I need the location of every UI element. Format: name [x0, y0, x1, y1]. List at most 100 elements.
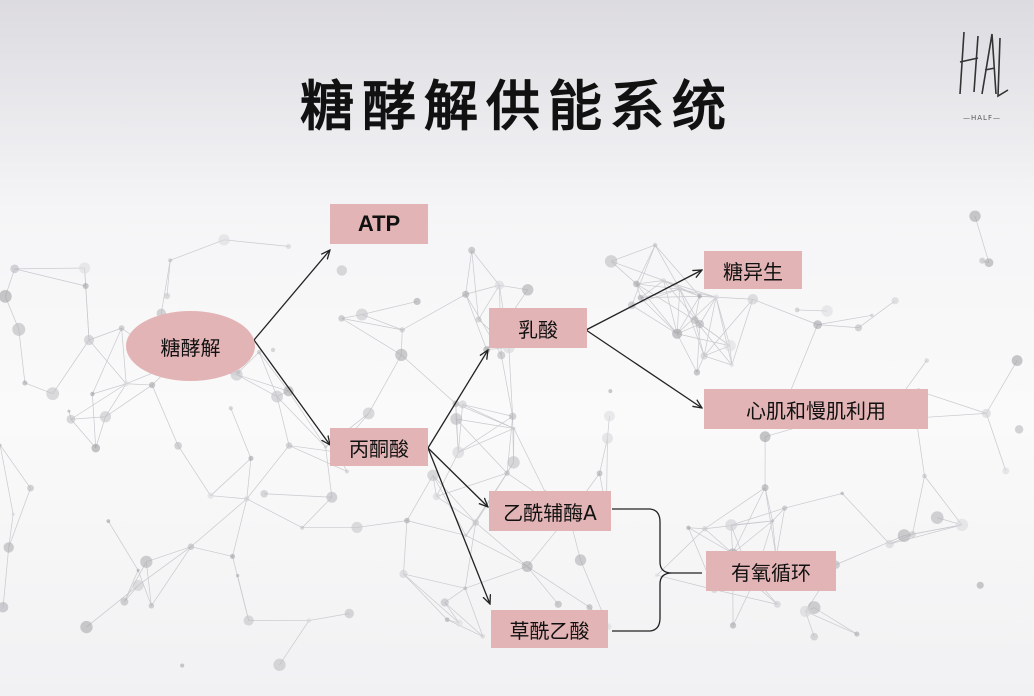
network-dot — [356, 308, 368, 321]
network-dot — [608, 389, 613, 394]
network-dot — [283, 385, 294, 397]
network-link — [70, 419, 97, 449]
network-link — [471, 250, 500, 286]
network-link — [663, 280, 717, 298]
network-link — [703, 297, 717, 357]
network-link — [636, 283, 678, 334]
network-link — [368, 354, 402, 414]
network-link — [465, 250, 473, 295]
network-dot — [604, 410, 615, 422]
network-link — [356, 520, 407, 528]
network-link — [703, 299, 754, 357]
network-link — [699, 323, 731, 347]
network-link — [276, 396, 326, 448]
network-link — [631, 244, 656, 306]
logo-text: —HALF— — [963, 114, 1001, 122]
network-dot — [120, 597, 129, 606]
network-link — [288, 390, 326, 448]
network-dot — [522, 284, 534, 296]
network-link — [210, 495, 247, 500]
network-link — [258, 351, 289, 392]
network-link — [457, 404, 463, 453]
network-link — [124, 570, 139, 602]
network-dot — [91, 443, 101, 453]
network-dot — [693, 369, 701, 376]
network-link — [465, 566, 528, 589]
network-dot — [256, 349, 262, 355]
network-link — [160, 260, 171, 314]
network-dot — [285, 442, 293, 449]
network-link — [610, 244, 656, 262]
network-link — [432, 475, 476, 523]
network-link — [402, 293, 466, 331]
network-link — [85, 285, 90, 341]
network-dot — [761, 484, 769, 492]
network-link — [18, 329, 26, 384]
network-dot — [336, 265, 348, 276]
network-dot — [228, 406, 233, 411]
network-dot — [82, 282, 89, 290]
network-dot — [955, 518, 969, 532]
network-dot — [697, 293, 702, 299]
network-link — [166, 260, 171, 297]
network-link — [264, 493, 332, 498]
network-dot — [338, 315, 345, 322]
network-link — [14, 268, 86, 287]
network-dot — [148, 603, 155, 609]
node-acetyl-coa: 乙酰辅酶A — [489, 491, 611, 531]
network-link — [279, 620, 310, 666]
network-link — [704, 528, 733, 554]
network-dot — [118, 325, 125, 331]
network-dot — [984, 258, 994, 268]
network-dot — [475, 316, 482, 323]
network-dot — [586, 604, 593, 611]
network-dot — [799, 605, 812, 618]
network-dot — [3, 542, 14, 553]
page-title: 糖酵解供能系统 — [300, 74, 734, 138]
network-dot — [46, 387, 60, 401]
network-link — [436, 496, 476, 523]
network-link — [458, 416, 513, 453]
network-dot — [123, 380, 129, 387]
network-link — [288, 445, 348, 472]
network-dot — [12, 322, 26, 336]
node-heart-slow-muscle: 心肌和慢肌利用 — [704, 389, 928, 429]
node-oxaloacetate: 草酰乙酸 — [491, 610, 608, 648]
network-link — [813, 607, 858, 635]
network-dot — [0, 290, 12, 303]
network-link — [835, 535, 905, 566]
arrow-pyruvate-oxaloacetate — [427, 447, 490, 604]
network-link — [105, 384, 153, 418]
network-dot — [468, 246, 476, 254]
network-dot — [840, 491, 844, 496]
network-dot — [504, 470, 510, 476]
network-dot — [897, 529, 911, 543]
network-dot — [273, 658, 286, 671]
network-dot — [80, 620, 93, 634]
network-dot — [604, 255, 618, 268]
network-link — [137, 546, 192, 586]
network-link — [656, 528, 706, 576]
network-link — [640, 280, 664, 299]
network-dot — [813, 320, 823, 329]
network-dot — [702, 526, 708, 532]
network-link — [636, 280, 664, 285]
network-dot — [633, 280, 640, 288]
network-link — [177, 445, 211, 496]
network-dot — [854, 631, 860, 637]
network-dot — [270, 347, 276, 353]
network-link — [126, 383, 153, 386]
network-link — [912, 475, 925, 535]
network-dot — [695, 319, 705, 329]
network-dot — [218, 234, 230, 246]
network-dot — [462, 290, 470, 298]
network-dot — [794, 307, 800, 313]
network-link — [146, 546, 192, 563]
network-dot — [207, 492, 214, 499]
network-dot — [885, 539, 894, 549]
network-dot — [187, 543, 195, 550]
network-link — [784, 493, 843, 509]
network-link — [464, 588, 484, 637]
network-link — [676, 296, 700, 334]
network-link — [676, 296, 717, 335]
